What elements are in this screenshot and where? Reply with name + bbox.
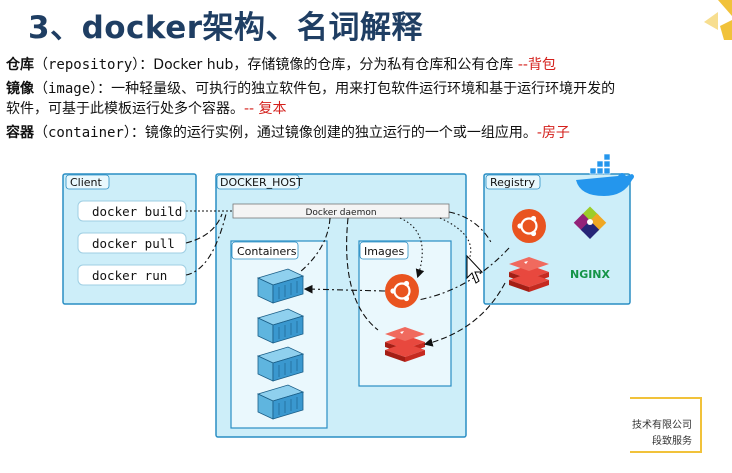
definition-repository: 仓库（repository）：Docker hub，存储镜像的仓库，分为私有仓库…: [6, 55, 556, 75]
term-en-container: （container）: [34, 125, 131, 141]
container-icon: [256, 384, 305, 420]
term-container: 容器: [6, 125, 34, 141]
container-icon: [256, 346, 305, 382]
separator: ：: [139, 57, 154, 73]
cmd-docker-run[interactable]: docker run: [77, 264, 187, 286]
client-label: Client: [70, 176, 103, 189]
docker-daemon-label: Docker daemon: [305, 208, 376, 218]
term-en-image: （image）: [34, 81, 98, 97]
client-panel: Client docker build docker pull docker r…: [62, 173, 197, 305]
term-image: 镜像: [6, 81, 34, 97]
definition-image-cont: 软件，可基于此模板运行处多个容器。-- 复本: [6, 99, 287, 119]
daemon-to-container-line: [299, 217, 331, 273]
note-container: -房子: [536, 125, 570, 141]
centos-icon: [573, 206, 607, 239]
definition-container: 容器（container）：镜像的运行实例，通过镜像创建的独立运行的一个或一组应…: [6, 123, 570, 143]
container-icon: [256, 308, 305, 344]
cmd-docker-build[interactable]: docker build: [77, 200, 187, 222]
redis-icon: [509, 257, 549, 292]
registry-to-daemon-line: [448, 211, 493, 245]
docker-daemon-box: [232, 203, 450, 219]
nginx-logo: NGINX: [570, 268, 611, 281]
docker-whale-icon: [576, 153, 634, 196]
note-repository: --背包: [517, 57, 556, 73]
definition-image: 镜像（image）：一种轻量级、可执行的独立软件包，用来打包软件运行环境和基于运…: [6, 79, 615, 99]
brand-frame: [630, 397, 702, 453]
cmd-build-text: docker build: [92, 204, 182, 219]
image-to-container-line: [303, 284, 386, 294]
pull-line: [185, 213, 223, 244]
page-title: 3、docker架构、名词解释: [28, 10, 424, 46]
cmd-run-text: docker run: [92, 268, 167, 283]
separator: ：: [97, 81, 112, 97]
desc-repository: Docker hub，存储镜像的仓库，分为私有仓库和公有仓库: [153, 57, 514, 73]
ubuntu-icon: [385, 274, 419, 308]
redis-icon: [385, 327, 425, 362]
daemon-to-redis-line: [346, 217, 379, 331]
term-en-repository: （repository）: [34, 57, 140, 73]
note-image: -- 复本: [244, 101, 287, 117]
registry-label: Registry: [490, 176, 536, 189]
term-repository: 仓库: [6, 57, 34, 73]
flow-lines: [185, 210, 510, 347]
mouse-cursor-icon: [466, 254, 484, 284]
container-icon: [256, 268, 305, 304]
containers-label: Containers: [237, 245, 297, 258]
desc-image-2: 软件，可基于此模板运行处多个容器。: [6, 101, 244, 117]
brand-line-2: 段致服务: [652, 436, 692, 447]
run-line: [185, 213, 227, 276]
corner-decoration: [704, 0, 732, 40]
registry-redis-line: [423, 282, 506, 347]
cmd-docker-pull[interactable]: docker pull: [77, 232, 187, 254]
desc-container: 镜像的运行实例，通过镜像创建的独立运行的一个或一组应用。: [144, 125, 537, 141]
brand-line-1: 技术有限公司: [632, 420, 692, 431]
ubuntu-icon: [512, 209, 546, 243]
docker-host-panel: DOCKER_HOST Docker daemon Containers Ima…: [215, 173, 467, 438]
docker-host-label: DOCKER_HOST: [220, 176, 303, 189]
separator: ：: [130, 125, 145, 141]
desc-image: 一种轻量级、可执行的独立软件包，用来打包软件运行环境和基于运行环境开发的: [111, 81, 616, 97]
images-panel: [358, 240, 452, 387]
images-label: Images: [364, 245, 404, 258]
cmd-pull-text: docker pull: [92, 236, 175, 251]
